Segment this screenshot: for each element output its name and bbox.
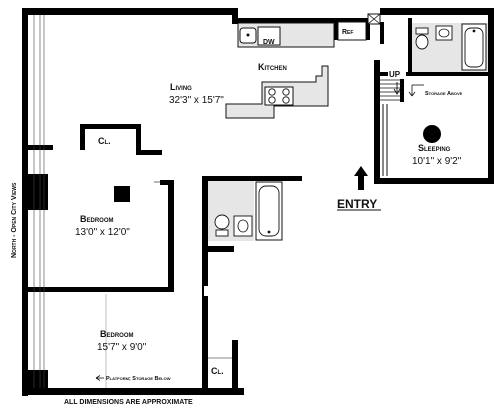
- bedroom-2-dimensions: 15'7" x 9'0": [97, 342, 147, 353]
- kitchen-island: [225, 65, 329, 119]
- sink-icon: [233, 215, 253, 237]
- dw-label: DW: [263, 39, 275, 46]
- left-arrow-icon: [95, 375, 104, 381]
- toilet-icon: [214, 214, 230, 237]
- bathtub-icon: [461, 23, 487, 71]
- bedroom-1-dimensions: 13'0" x 12'0": [75, 227, 130, 238]
- entry-arrow-icon: [354, 166, 368, 190]
- closet-top-label: Cl.: [98, 136, 111, 146]
- sink-icon: [239, 27, 257, 44]
- sleeping-label: Sleeping: [418, 143, 451, 153]
- kitchen-counter: [237, 22, 335, 48]
- sliding-door: [382, 104, 388, 176]
- left-arrow-icon: [408, 84, 424, 97]
- entry-label: ENTRY: [337, 197, 377, 211]
- living-label: Living: [170, 82, 192, 92]
- storage-above-label: Storage Above: [425, 91, 463, 97]
- ref-label: Ref: [342, 29, 353, 36]
- lamp-icon: [423, 125, 441, 143]
- closet-bottom-label: Cl.: [211, 366, 224, 376]
- sleeping-dimensions: 10'1" x 9'2": [412, 156, 462, 167]
- down-arrow-icon: [393, 82, 401, 95]
- bedroom-1-label: Bedroom: [80, 214, 114, 224]
- bathtub-icon: [255, 181, 283, 241]
- window-lines: [33, 15, 45, 388]
- stairs: [380, 79, 402, 101]
- pantry: [367, 13, 381, 25]
- platform-label: Platform; Storage Below: [106, 376, 171, 382]
- up-label: UP: [389, 70, 401, 79]
- side-note: North - Open City Views: [11, 182, 18, 258]
- bedroom-2-label: Bedroom: [100, 329, 134, 339]
- toilet-icon: [415, 27, 429, 50]
- refrigerator: Ref: [337, 21, 367, 41]
- lamp-icon: [114, 186, 130, 202]
- walls: [22, 8, 494, 396]
- footer-note: ALL DIMENSIONS ARE APPROXIMATE: [64, 399, 193, 406]
- stove-icon: [264, 86, 294, 106]
- living-dimensions: 32'3" x 15'7": [169, 95, 224, 106]
- kitchen-label: Kitchen: [258, 62, 287, 72]
- sink-icon: [435, 25, 453, 41]
